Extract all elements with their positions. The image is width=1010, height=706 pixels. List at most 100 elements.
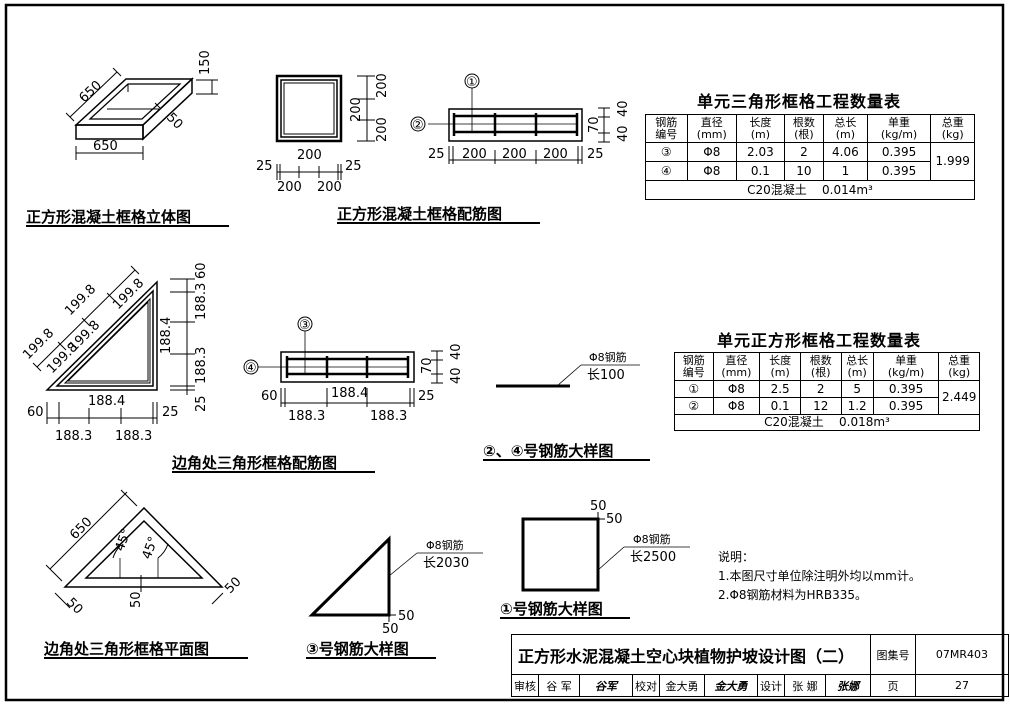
bar-1-dim-50-top: 50 xyxy=(590,499,607,514)
dim-25-b: 25 xyxy=(162,405,179,420)
dim-650-bottom: 650 xyxy=(93,139,118,154)
dim-188.4: 188.4 xyxy=(331,386,368,401)
dim-200-b: 200 xyxy=(502,147,527,162)
header-length: 长度(m) xyxy=(736,114,785,143)
header-total-weight: 总重(kg) xyxy=(938,352,980,381)
dim-60-b: 60 xyxy=(27,405,44,420)
dim-200-b1: 200 xyxy=(277,180,302,195)
dim-60: 60 xyxy=(261,389,278,404)
square-rebar-view xyxy=(275,74,375,180)
bar-1-length: 长2500 xyxy=(630,550,676,565)
cell-unit-weight: 0.395 xyxy=(866,161,932,181)
cell-length: 0.1 xyxy=(736,161,785,181)
designer-signature: 张娜 xyxy=(825,674,871,697)
triangle-quantity-table: 钢筋编号 直径(mm) 长度(m) 根数(根) 总长(m) 单重(kg/m) 总… xyxy=(645,114,975,200)
dim-200-top: 200 xyxy=(297,148,322,163)
title-square-3d: 正方形混凝土框格立体图 xyxy=(26,208,191,226)
header-total-length: 总长(m) xyxy=(840,352,874,381)
dim-188.3-b2: 188.3 xyxy=(115,429,152,444)
page-label: 页 xyxy=(870,674,916,697)
design-label: 设计 xyxy=(757,674,785,697)
bar-2-4-spec: Φ8钢筋 xyxy=(589,350,627,364)
cell-diameter: Φ8 xyxy=(712,397,761,415)
bar-3-dim-50-bottom: 50 xyxy=(382,622,399,637)
mark-2: ② xyxy=(412,118,424,133)
dim-25-r: 25 xyxy=(587,147,604,162)
dim-50: 50 xyxy=(163,110,185,132)
header-diameter: 直径(mm) xyxy=(686,114,738,143)
cell-length: 0.1 xyxy=(759,397,801,415)
table-row-concrete: C20混凝土 0.018m³ xyxy=(674,414,980,431)
dim-199.8-o1: 199.8 xyxy=(20,326,57,363)
note-1: 1.本图尺寸单位除注明外均以mm计。 xyxy=(718,569,921,583)
dim-25-left: 25 xyxy=(256,159,273,174)
dim-40-bottom: 40 xyxy=(449,367,464,384)
cell-total-weight: 1.999 xyxy=(930,142,975,181)
title-square-rebar: 正方形混凝土框格配筋图 xyxy=(337,205,502,223)
checker-name: 金大勇 xyxy=(659,674,705,697)
cell-count: 12 xyxy=(799,397,842,415)
title-bar-1: ①号钢筋大样图 xyxy=(500,600,603,618)
cell-length: 2.03 xyxy=(736,142,785,162)
dim-40-bottom: 40 xyxy=(616,125,631,142)
header-length: 长度(m) xyxy=(759,352,801,381)
dim-200-b2: 200 xyxy=(317,180,342,195)
cell-total-length: 1.2 xyxy=(840,397,874,415)
cell-unit-weight: 0.395 xyxy=(872,397,940,415)
cell-diameter: Φ8 xyxy=(686,142,738,162)
header-diameter: 直径(mm) xyxy=(712,352,761,381)
cell-total-length: 5 xyxy=(840,380,874,398)
atlas-number: 07MR403 xyxy=(915,634,1009,675)
mark-1: ① xyxy=(466,75,478,90)
sheet-border xyxy=(4,3,1005,702)
bar-3-dim-50-right: 50 xyxy=(398,609,415,624)
cell-count: 10 xyxy=(783,161,825,181)
triangle-rebar-view xyxy=(32,265,195,424)
cell-unit-weight: 0.395 xyxy=(866,142,932,162)
dim-188.3-b: 188.3 xyxy=(370,409,407,424)
notes: 说明： 1.本图尺寸单位除注明外均以mm计。 2.Φ8钢筋材料为HRB335。 xyxy=(718,548,921,605)
dim-150: 150 xyxy=(198,50,213,75)
triangle-section-view xyxy=(243,316,443,407)
cell-diameter: Φ8 xyxy=(712,380,761,398)
note-2: 2.Φ8钢筋材料为HRB335。 xyxy=(718,588,868,602)
cell-count: 2 xyxy=(783,142,825,162)
cell-unit-weight: 0.395 xyxy=(872,380,940,398)
dim-199.8-o2: 199.8 xyxy=(62,282,99,319)
bar-3-detail xyxy=(308,535,483,622)
table-header-row: 钢筋编号 直径(mm) 长度(m) 根数(根) 总长(m) 单重(kg/m) 总… xyxy=(674,352,980,381)
review-label: 审核 xyxy=(511,674,539,697)
table-header-row: 钢筋编号 直径(mm) 长度(m) 根数(根) 总长(m) 单重(kg/m) 总… xyxy=(645,114,975,143)
atlas-label: 图集号 xyxy=(870,634,916,675)
dim-25-l: 25 xyxy=(428,147,445,162)
dim-188.3-r2: 188.3 xyxy=(194,347,209,384)
header-bar-no: 钢筋编号 xyxy=(645,114,688,143)
square-section-view xyxy=(410,73,610,164)
designer-name: 张 娜 xyxy=(784,674,826,697)
dim-50-center: 50 xyxy=(129,591,144,608)
dim-200-a: 200 xyxy=(462,147,487,162)
cell-count: 2 xyxy=(799,380,842,398)
table-row: ① Φ8 2.5 2 5 0.395 2.449 xyxy=(674,380,980,415)
cell-total-weight: 2.449 xyxy=(938,380,980,415)
reviewer-name: 谷 军 xyxy=(538,674,580,697)
dim-200-r-mid: 200 xyxy=(349,97,364,122)
square-3d-view xyxy=(65,67,218,160)
header-total-weight: 总重(kg) xyxy=(930,114,975,143)
dim-188.3-b1: 188.3 xyxy=(55,429,92,444)
title-bar-3: ③号钢筋大样图 xyxy=(306,640,409,658)
cell-bar-no: ① xyxy=(674,380,714,398)
dim-25-r: 25 xyxy=(194,395,209,412)
dim-70: 70 xyxy=(420,357,435,374)
angle-45-left: 45° xyxy=(113,527,135,554)
reviewer-signature: 谷军 xyxy=(579,674,633,697)
cell-total-length: 1 xyxy=(823,161,868,181)
title-bar-2-4: ②、④号钢筋大样图 xyxy=(483,442,613,460)
drawing-title: 正方形水泥混凝土空心块植物护坡设计图（二） xyxy=(511,634,871,675)
table-row: ② Φ8 0.1 12 1.2 0.395 xyxy=(674,397,980,415)
bar-3-length: 长2030 xyxy=(423,556,469,571)
square-table-title: 单元正方形框格工程数量表 xyxy=(717,331,922,350)
cell-concrete: C20混凝土 0.014m³ xyxy=(645,180,975,200)
square-quantity-table: 钢筋编号 直径(mm) 长度(m) 根数(根) 总长(m) 单重(kg/m) 总… xyxy=(674,352,980,431)
